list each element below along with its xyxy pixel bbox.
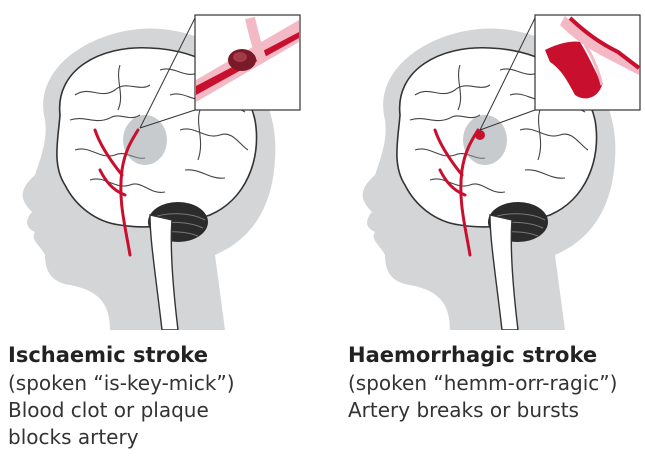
haemorrhagic-panel: Haemorrhagic stroke (spoken “hemm-orr-ra… xyxy=(340,0,645,459)
bleed-inset xyxy=(535,15,640,110)
description-line: Blood clot or plaque xyxy=(8,397,308,424)
panel-title: Ischaemic stroke xyxy=(8,340,308,370)
brain-interior-shade xyxy=(123,115,167,165)
bleed-spot xyxy=(475,130,485,140)
haemorrhagic-caption: Haemorrhagic stroke (spoken “hemm-orr-ra… xyxy=(348,340,645,424)
pronunciation: (spoken “is-key-mick”) xyxy=(8,370,308,397)
ischaemic-panel: Ischaemic stroke (spoken “is-key-mick”) … xyxy=(0,0,322,459)
description-line: Artery breaks or bursts xyxy=(348,397,645,424)
pronunciation: (spoken “hemm-orr-ragic”) xyxy=(348,370,645,397)
ischaemic-illustration xyxy=(0,0,305,330)
ischaemic-caption: Ischaemic stroke (spoken “is-key-mick”) … xyxy=(8,340,308,451)
panel-title: Haemorrhagic stroke xyxy=(348,340,645,370)
haemorrhagic-illustration xyxy=(340,0,645,330)
description-line: blocks artery xyxy=(8,424,308,451)
clot-inset xyxy=(195,15,300,110)
